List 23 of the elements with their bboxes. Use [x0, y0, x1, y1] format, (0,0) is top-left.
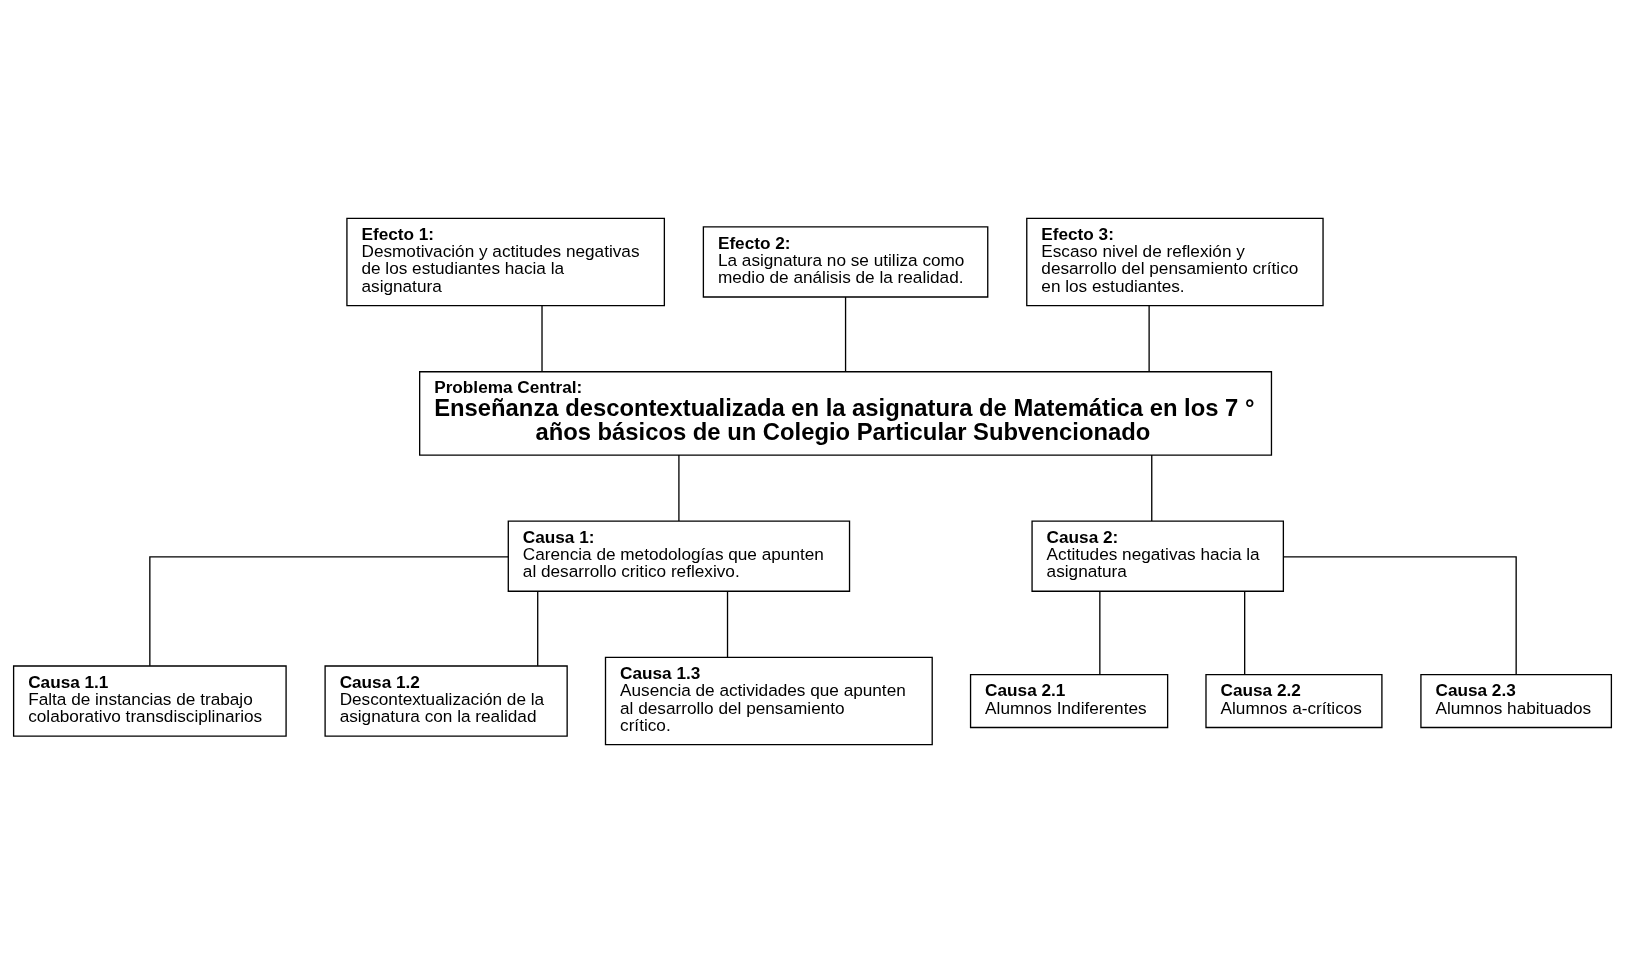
node-box: Causa 2.2 Alumnos a-críticos [1205, 673, 1383, 728]
connector [726, 590, 729, 658]
node-box: Causa 1.3 Ausencia de actividades que apunten al desarrollo del pensamiento crítico. [604, 656, 933, 745]
connector [844, 295, 847, 372]
connector [1282, 555, 1517, 675]
connector [1099, 590, 1101, 675]
connector [1148, 304, 1150, 372]
node-box: Causa 2: Actitudes negativas hacia la asignatura [1031, 520, 1285, 592]
node-box: Causa 1.2 Descontextualización de la asignatura con la realidad [324, 664, 568, 737]
node-box: Problema Central: Enseñanza descontextualizada en la asignatura de Matemática en los 7 ° años básicos de un Colegio Particular Subvencionado [419, 370, 1273, 456]
node-box: Causa 2.3 Alumnos habituados [1420, 673, 1613, 728]
connector [541, 304, 543, 372]
node-box: Causa 1: Carencia de metodologías que apunten al desarrollo critico reflexivo. [507, 520, 851, 592]
node-box: Causa 2.1 Alumnos Indiferentes [969, 673, 1169, 728]
connector [1244, 590, 1246, 675]
node-box: Efecto 2: La asignatura no se utiliza como medio de análisis de la realidad. [702, 225, 989, 298]
node-box: Efecto 1: Desmotivación y actitudes negativas de los estudiantes hacia la asignatura [346, 217, 665, 306]
connector [1151, 453, 1153, 522]
node-box: Causa 1.1 Falta de instancias de trabajo colaborativo transdisciplinarios [12, 664, 287, 737]
connector [149, 555, 509, 666]
node-box: Efecto 3: Escaso nivel de reflexión y desarrollo del pensamiento crítico en los estudiantes. [1026, 217, 1324, 306]
connector [678, 453, 680, 522]
connector [537, 590, 539, 666]
